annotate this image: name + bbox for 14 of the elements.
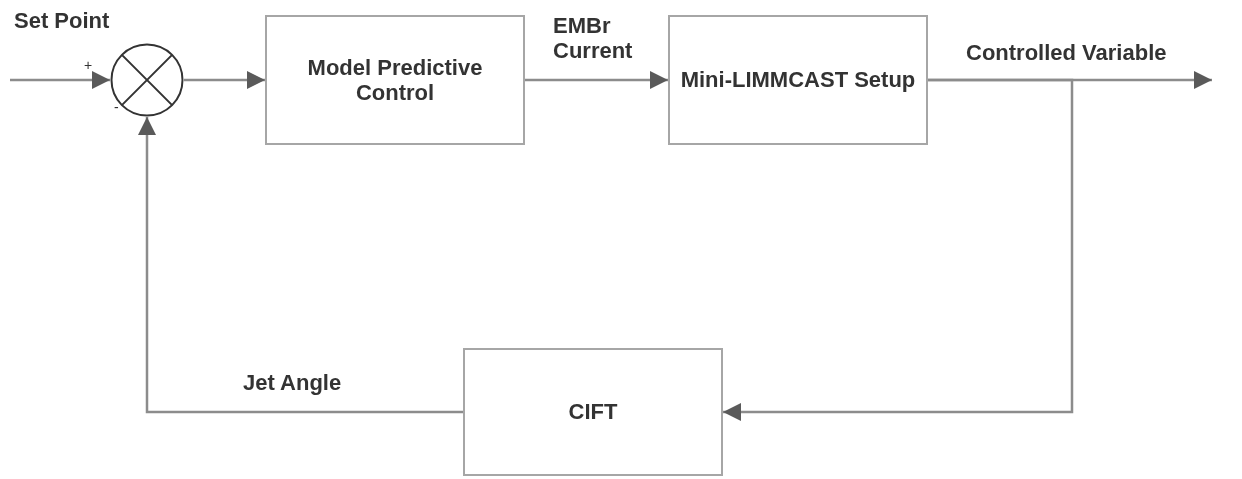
sign-label: + — [84, 58, 93, 72]
sign-label: - — [114, 100, 119, 114]
process-box — [463, 348, 723, 476]
process-box — [265, 15, 525, 145]
summing-junction — [110, 43, 184, 117]
arrow — [138, 117, 463, 414]
arrow — [723, 78, 1074, 421]
box-label: CIFT — [568, 399, 618, 425]
process-box — [668, 15, 928, 145]
box-label: Mini-LIMMCAST Setup — [680, 67, 916, 93]
arrow — [10, 71, 110, 89]
arrow — [525, 71, 668, 89]
box-label: Model Predictive Control — [306, 54, 484, 106]
arrow — [184, 71, 265, 89]
